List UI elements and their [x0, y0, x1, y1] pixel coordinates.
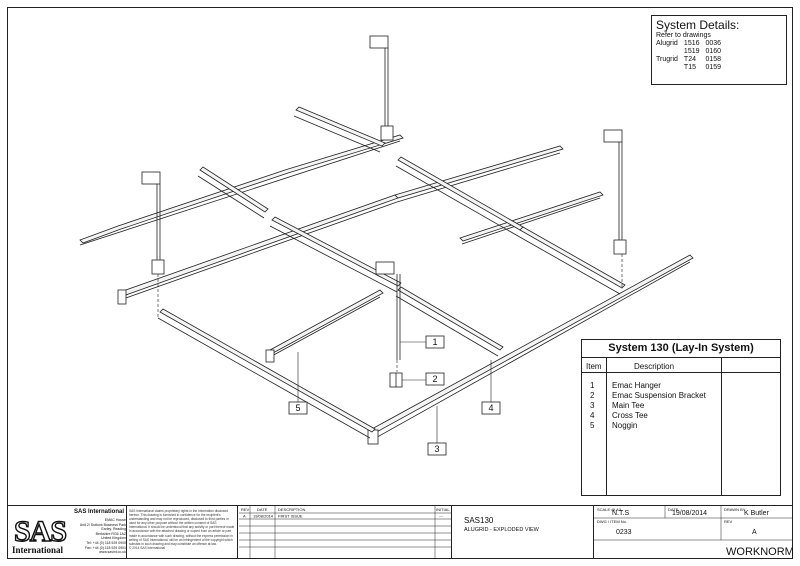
- project-name: WORKNORM: [726, 546, 794, 558]
- rev-label: REV: [724, 519, 733, 524]
- callout-3: 3: [427, 442, 447, 456]
- svg-text:REV: REV: [241, 507, 250, 512]
- legal-notice: SAS International claims proprietary rig…: [129, 509, 235, 550]
- callout-2: 2: [425, 372, 445, 386]
- system-details-subtitle: Refer to drawings: [656, 32, 711, 39]
- drawing-title: ALUGRID - EXPLODED VIEW: [464, 527, 539, 533]
- scale-value: N.T.S: [612, 510, 630, 517]
- rev-value: A: [752, 529, 757, 536]
- cross-tee-center: [269, 216, 402, 293]
- callout-5: 5: [288, 401, 308, 415]
- legend-title: System 130 (Lay-In System): [582, 340, 780, 358]
- main-tee-mid-right: [394, 145, 564, 203]
- drawn-by-label: DRAWN BY: [724, 507, 746, 512]
- callout-2-label: 2: [432, 374, 437, 384]
- legend-divider: [606, 358, 607, 495]
- legend-header-rule: [582, 372, 780, 373]
- drawing-number: SAS130: [464, 516, 494, 525]
- callout-4: 4: [481, 401, 501, 415]
- tb-divider: [451, 506, 452, 559]
- dwg-label: DWG / ITEM No.: [597, 519, 627, 524]
- svg-text:FIRST ISSUE: FIRST ISSUE: [278, 514, 303, 519]
- svg-text:19/08/2014: 19/08/2014: [253, 514, 274, 519]
- suspension-bracket: [389, 372, 403, 388]
- svg-text:A: A: [243, 514, 246, 519]
- cross-tee-lower-right: [395, 286, 504, 357]
- cross-tee-top: [293, 106, 386, 153]
- title-block: SAS International SAS International EMAC…: [8, 505, 794, 559]
- parts-legend: System 130 (Lay-In System) Item Descript…: [581, 339, 781, 496]
- system-details-title: System Details:: [656, 18, 740, 32]
- company-address: EMAC House Unit 2/ Suttons Business Park…: [79, 518, 126, 555]
- cross-tee-top-left: [197, 166, 269, 219]
- main-tee-back: [79, 134, 404, 246]
- tb-divider: [237, 506, 238, 559]
- tb-divider: [126, 506, 127, 559]
- drawing-info-grid: [593, 506, 792, 541]
- main-tee-front: [367, 254, 694, 445]
- svg-text:---: ---: [439, 514, 444, 519]
- sas-logo: SAS International: [12, 514, 68, 555]
- system-details-box: System Details: Refer to drawings Alugri…: [651, 15, 787, 85]
- legend-divider: [721, 358, 722, 495]
- svg-text:DATE: DATE: [257, 507, 268, 512]
- tb-divider: [593, 506, 594, 559]
- hanger-right: [603, 129, 627, 255]
- hanger-center: [375, 261, 401, 360]
- callout-5-label: 5: [295, 403, 300, 413]
- company-name: SAS International: [74, 509, 125, 515]
- legend-col-item: Item: [586, 362, 602, 371]
- svg-text:INITIAL: INITIAL: [436, 507, 450, 512]
- svg-text:SAS: SAS: [14, 515, 66, 548]
- revision-table: REV DATE DESCRIPTION INITIAL A 19/08/201…: [239, 506, 451, 559]
- dwg-value: 0233: [616, 529, 632, 536]
- callout-1-label: 1: [432, 337, 437, 347]
- hanger-left: [141, 171, 165, 275]
- drawn-by-value: K Butler: [744, 510, 769, 517]
- callout-4-label: 4: [488, 403, 493, 413]
- date-value: 19/08/2014: [672, 510, 708, 517]
- drawing-frame: [7, 7, 793, 559]
- cross-tee-front-left: [157, 308, 376, 439]
- date-label: DATE: [668, 507, 679, 512]
- callout-1: 1: [425, 335, 445, 349]
- hanger-top: [369, 35, 394, 141]
- scale-label: SCALE @ A3: [597, 507, 622, 512]
- svg-text:DESCRIPTION: DESCRIPTION: [278, 507, 305, 512]
- svg-text:International: International: [12, 545, 64, 555]
- legend-col-description: Description: [634, 362, 675, 371]
- noggin: [265, 289, 384, 363]
- main-tee-right: [459, 191, 604, 245]
- cross-tee-right: [517, 226, 626, 295]
- callout-3-label: 3: [434, 444, 439, 454]
